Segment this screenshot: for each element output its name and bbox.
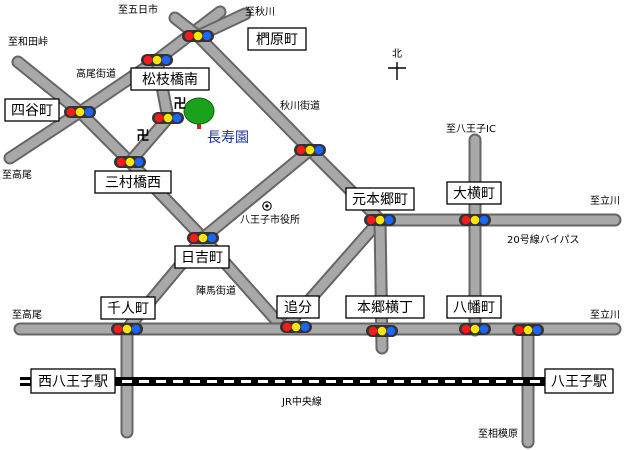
road-labels: 至五日市 至秋川 至和田峠 高尾街道 秋川街道 至高尾 至八王子IC 至立川 2…	[2, 3, 620, 440]
place-senninmachi: 千人町	[107, 301, 149, 317]
traffic-signal-icon	[366, 325, 398, 337]
label-to-akigawa: 至秋川	[245, 5, 275, 18]
label-to-takao-lower: 至高尾	[12, 308, 42, 321]
label-to-sagamihara: 至相模原	[478, 427, 518, 440]
place-hiyoshi: 日吉町	[181, 250, 223, 266]
label-to-tachikawa-upper: 至立川	[590, 194, 620, 207]
traffic-signal-icon	[294, 144, 326, 156]
road-takao-kaido	[3, 105, 210, 245]
svg-text:卍: 卍	[173, 97, 186, 112]
label-to-tachikawa-lower: 至立川	[590, 308, 620, 321]
label-to-hachioji-ic: 至八王子IC	[446, 123, 496, 135]
label-city-hall: 八王子市役所	[240, 213, 300, 226]
traffic-signal-icon	[111, 323, 143, 335]
road-cityhall-link	[196, 143, 317, 245]
traffic-signal-icon	[459, 323, 491, 335]
label-to-gokaichi: 至五日市	[118, 3, 158, 16]
manji-temple-icon: 卍	[173, 97, 186, 112]
place-kunugibara: 椚原町	[256, 32, 298, 48]
place-moto-hongo: 元本郷町	[352, 192, 408, 208]
label-20-bypass: 20号線バイパス	[507, 233, 580, 246]
place-matsueda-bashi-minami: 松枝橋南	[142, 72, 198, 88]
traffic-signal-icon	[114, 156, 146, 168]
traffic-signals	[64, 30, 544, 337]
north-mark-label: 北	[392, 48, 402, 60]
place-hongo-yokocho: 本郷横丁	[357, 300, 413, 316]
place-oiwake: 追分	[284, 300, 312, 316]
place-yotsuya: 四谷町	[11, 103, 53, 119]
tree-icon	[183, 97, 215, 129]
label-akigawa-kaido: 秋川街道	[280, 99, 320, 112]
place-ooyoko: 大横町	[453, 186, 495, 202]
traffic-signal-icon	[182, 30, 214, 42]
place-yawata: 八幡町	[453, 300, 495, 316]
traffic-signal-icon	[280, 321, 312, 333]
label-jr-chuo-line: JR中央線	[281, 395, 322, 408]
label-to-takao-left: 至高尾	[2, 168, 32, 181]
label-chojuen-park: 長寿園	[207, 129, 249, 146]
station-hachioji: 八王子駅	[551, 374, 607, 390]
traffic-signal-icon	[141, 54, 173, 66]
manji-temple-icon: 卍	[136, 129, 149, 144]
svg-text:卍: 卍	[136, 129, 149, 144]
traffic-signal-icon	[512, 324, 544, 336]
traffic-signal-icon	[152, 112, 184, 124]
place-mimura-bashi-nishi: 三村橋西	[105, 175, 161, 191]
label-jinba-kaido: 陣馬街道	[196, 284, 236, 297]
traffic-signal-icon	[64, 106, 96, 118]
traffic-signal-icon	[364, 214, 396, 226]
place-labels: 椚原町 松枝橋南 四谷町 三村橋西 元本郷町 大横町 日吉町 千人町 追分 本郷…	[4, 27, 614, 394]
north-arrow-icon: 北	[388, 48, 406, 80]
traffic-signal-icon	[459, 214, 491, 226]
label-takao-kaido: 高尾街道	[76, 67, 116, 80]
station-nishi-hachioji: 西八王子駅	[38, 374, 108, 390]
label-to-wadatoge: 至和田峠	[8, 36, 48, 48]
traffic-signal-icon	[187, 232, 219, 244]
city-hall-icon	[262, 201, 272, 211]
